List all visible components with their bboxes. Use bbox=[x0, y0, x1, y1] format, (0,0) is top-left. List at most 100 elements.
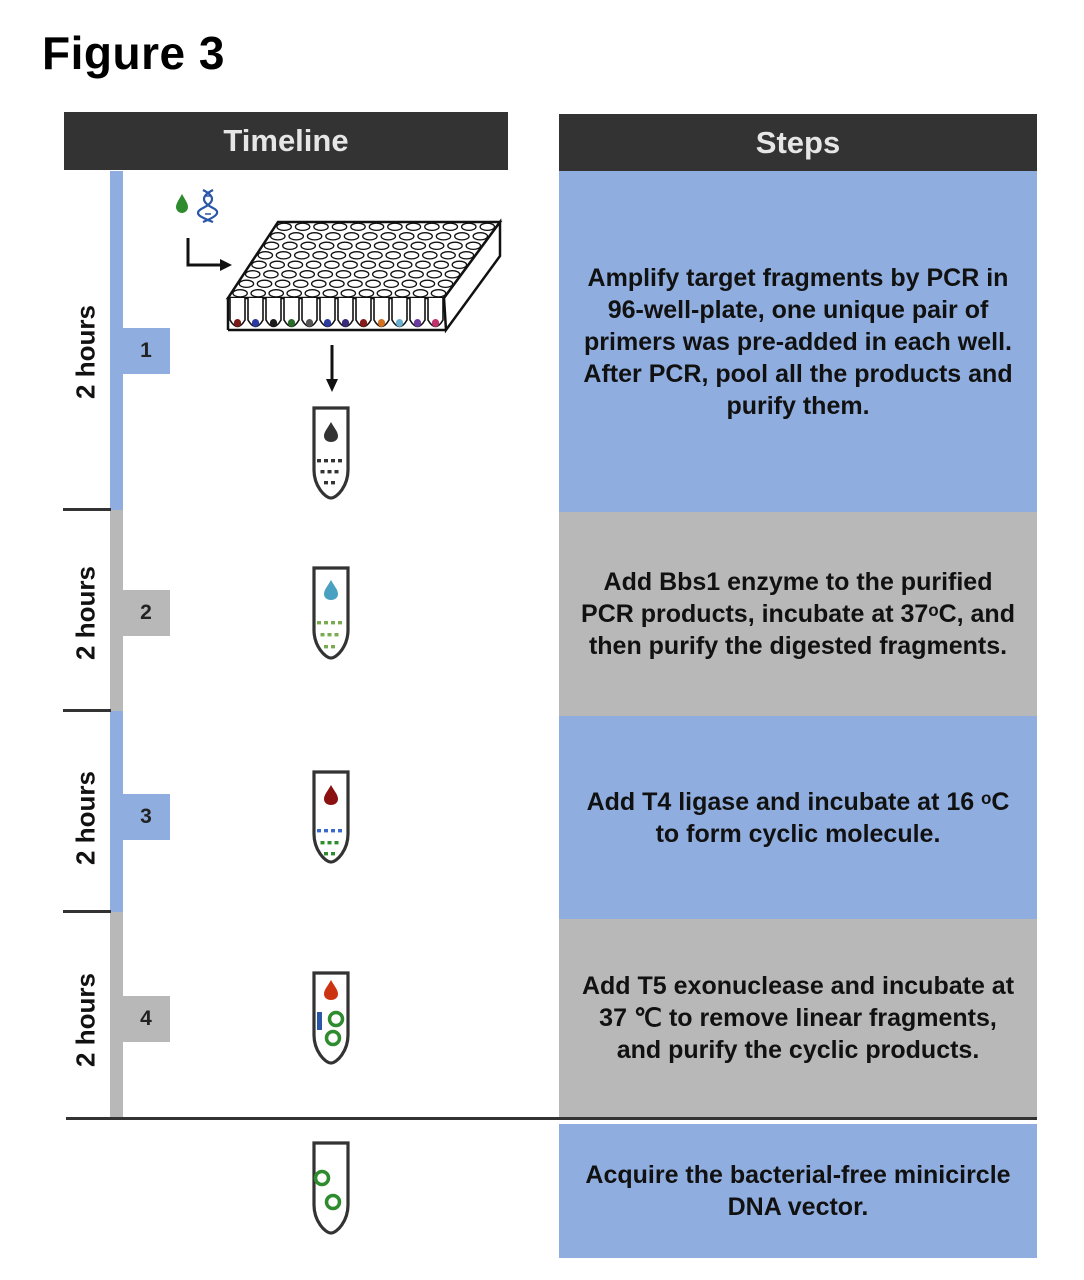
fragment-dash bbox=[327, 633, 332, 637]
plate-well bbox=[268, 289, 285, 298]
plate-well bbox=[433, 260, 450, 270]
plate-well bbox=[269, 232, 286, 241]
plate-well bbox=[424, 222, 440, 232]
tube-teal-drop-icon bbox=[312, 566, 350, 660]
plate-well bbox=[380, 232, 397, 241]
minicircle bbox=[327, 1010, 345, 1028]
steps-header-label: Steps bbox=[755, 124, 841, 160]
plate-well bbox=[257, 251, 274, 260]
timeline-header: Timeline bbox=[64, 112, 508, 170]
fragment-dash bbox=[320, 841, 325, 845]
plate-well bbox=[287, 260, 304, 270]
plate-well bbox=[329, 279, 345, 289]
plate-well bbox=[300, 241, 317, 251]
plate-well bbox=[365, 279, 381, 289]
fragment-dash bbox=[338, 829, 342, 833]
plate-well bbox=[350, 222, 366, 232]
fragment-dash bbox=[317, 829, 321, 833]
plate-well bbox=[465, 241, 482, 251]
fragment-dash bbox=[324, 829, 328, 833]
reagent-drop bbox=[324, 785, 338, 805]
reagent-drop bbox=[324, 580, 338, 600]
plate-well bbox=[417, 232, 433, 241]
plate-well bbox=[353, 270, 370, 279]
fragment-dash bbox=[327, 470, 332, 474]
plate-well bbox=[390, 270, 406, 279]
plate-well bbox=[398, 232, 415, 241]
plate-well bbox=[286, 289, 303, 298]
plate-well-sample bbox=[395, 319, 404, 327]
plate-well bbox=[340, 289, 357, 298]
plate-well bbox=[442, 222, 459, 232]
plate-well bbox=[304, 289, 321, 298]
plate-well bbox=[305, 260, 322, 270]
plate-well bbox=[437, 279, 454, 289]
plate-well bbox=[269, 260, 286, 270]
plate-well bbox=[385, 251, 402, 260]
timeline-bar-2 bbox=[110, 510, 123, 711]
plate-well bbox=[281, 270, 297, 279]
plate-well-sample bbox=[251, 319, 260, 327]
plate-well bbox=[325, 232, 341, 241]
step-text-3: Add T4 ligase and incubate at 16 ᵒC to f… bbox=[586, 787, 1010, 848]
dna-helix-icon bbox=[196, 189, 219, 224]
arrow-down-head bbox=[326, 379, 338, 392]
step-number: 3 bbox=[140, 805, 152, 828]
arrow-head bbox=[220, 259, 232, 271]
plate-well-sample bbox=[305, 319, 314, 327]
step-text-4: Add T5 exonuclease and incubate at 37 ℃ … bbox=[581, 972, 1015, 1064]
minicircle bbox=[313, 1169, 331, 1187]
plate-well bbox=[355, 241, 372, 251]
plate-well bbox=[275, 251, 292, 260]
linear-fragment bbox=[317, 1012, 322, 1030]
plate-well bbox=[330, 251, 347, 260]
fragment-dash bbox=[338, 621, 342, 625]
minicircle bbox=[324, 1029, 342, 1047]
plate-well bbox=[358, 289, 375, 298]
plate-well bbox=[396, 260, 413, 270]
plate-well bbox=[294, 222, 311, 232]
step-box-1: Amplify target fragments by PCR in 96-we… bbox=[559, 171, 1037, 512]
step-number-box-3: 3 bbox=[122, 794, 170, 840]
plate-well bbox=[405, 222, 422, 232]
plate-well bbox=[317, 270, 334, 279]
reagent-drop bbox=[324, 422, 338, 442]
step-number: 2 bbox=[140, 601, 152, 624]
plate-well bbox=[421, 251, 438, 260]
plate-well bbox=[348, 251, 365, 260]
fragment-dash bbox=[324, 852, 328, 856]
plate-well bbox=[371, 270, 388, 279]
plate-well bbox=[454, 232, 470, 241]
plate-well bbox=[460, 222, 477, 232]
step-box-3: Add T4 ligase and incubate at 16 ᵒC to f… bbox=[559, 716, 1037, 919]
plate-well bbox=[288, 232, 305, 241]
plate-well bbox=[378, 260, 395, 270]
plate-well bbox=[318, 241, 335, 251]
fragment-dash bbox=[331, 645, 335, 649]
plate-well bbox=[274, 279, 291, 289]
fragment-dash bbox=[334, 470, 339, 474]
plate-well bbox=[347, 279, 363, 289]
reagent-drop bbox=[324, 980, 338, 1000]
tube-outline bbox=[312, 406, 350, 500]
plate-well bbox=[376, 289, 393, 298]
plate-well bbox=[306, 232, 323, 241]
plate-well bbox=[426, 270, 443, 279]
plate-well bbox=[342, 260, 358, 270]
96-well-plate-icon bbox=[225, 218, 503, 334]
fragment-dash bbox=[324, 645, 328, 649]
plate-well bbox=[360, 260, 377, 270]
timeline-divider bbox=[63, 709, 111, 712]
plate-well-sample bbox=[323, 319, 332, 327]
plate-well-sample bbox=[377, 319, 386, 327]
plate-well bbox=[362, 232, 378, 241]
plate-well bbox=[322, 289, 339, 298]
plate-well bbox=[292, 279, 309, 289]
plate-well bbox=[263, 270, 279, 279]
plate-well-sample bbox=[287, 319, 296, 327]
step-box-4: Add T5 exonuclease and incubate at 37 ℃ … bbox=[559, 919, 1037, 1117]
plate-well bbox=[403, 251, 420, 260]
plate-well bbox=[444, 270, 461, 279]
fragment-dash bbox=[317, 459, 321, 463]
